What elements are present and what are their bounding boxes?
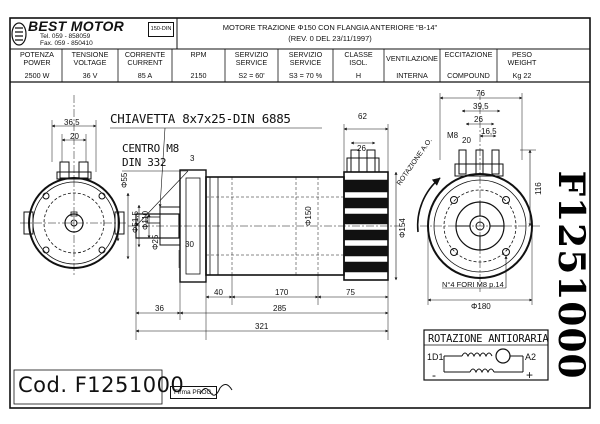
dim-75: 75 <box>346 288 355 297</box>
spec-label-excitation: ECCITAZIONE <box>444 50 493 59</box>
dim-phi154: Φ154 <box>398 218 407 238</box>
code-label: Cod. F1251000 <box>18 373 185 397</box>
side-view <box>110 124 400 340</box>
terminal-plus: + <box>526 368 534 382</box>
dim-phi110: Φ110 <box>141 210 150 230</box>
company-name: BEST MOTOR <box>28 18 125 34</box>
dim-phi150: Φ150 <box>304 206 313 226</box>
centro-note-2: DIN 332 <box>122 156 167 169</box>
dim-62: 62 <box>358 112 367 121</box>
rotation-diagram <box>423 329 549 381</box>
drawing-title: MOTORE TRAZIONE Φ150 CON FLANGIA ANTERIO… <box>222 23 438 32</box>
dim-116: 116 <box>534 182 543 195</box>
dim-30: 30 <box>185 240 194 249</box>
spec-label-power: POTENZA POWER <box>20 50 54 67</box>
vertical-code-text: F1251000 <box>550 171 589 380</box>
spec-value-service-s2: S2 = 60' <box>238 71 265 80</box>
dim-phi180: Φ180 <box>471 302 491 311</box>
dim-76: 76 <box>476 89 485 98</box>
terminal-minus: - <box>432 368 436 382</box>
dim-phi55: Φ55 <box>120 172 129 188</box>
spec-label-insulation: CLASSE ISOL. <box>344 50 373 67</box>
spec-value-power: 2500 W <box>24 71 50 80</box>
dim-phi25: Φ25 <box>151 234 160 250</box>
company-phone: Tel. 059 - 858059 Fax. 059 - 850410 <box>40 33 93 47</box>
spec-label-service-s3: SERVIZIO SERVICE <box>288 50 323 67</box>
dim-36: 36 <box>155 304 164 313</box>
dim-285: 285 <box>273 304 287 313</box>
rotation-title: ROTAZIONE ANTIORARIA <box>428 333 549 345</box>
dim-40: 40 <box>214 288 223 297</box>
dim-left-36-5: 36,5 <box>64 118 80 127</box>
spec-value-service-s3: S3 = 70 % <box>288 71 323 80</box>
spec-label-weight: PESO WEIGHT <box>507 50 537 67</box>
spec-value-weight: Kg 22 <box>512 71 532 80</box>
terminal-a2: A2 <box>525 352 537 362</box>
chiavetta-note: CHIAVETTA 8x7x25-DIN 6885 <box>110 111 291 126</box>
drawing-revision: (REV. 0 DEL 23/11/1997) <box>288 34 372 43</box>
certification-badge: 150-DIN <box>148 22 174 37</box>
dim-26-right: 26 <box>474 115 483 124</box>
spec-value-ventilation: INTERNA <box>396 71 428 80</box>
dim-phi51-5: Φ51,5 <box>131 211 140 233</box>
dim-20-right: 20 <box>462 136 471 145</box>
signature-scribble <box>199 384 233 396</box>
dim-16-5: 16,5 <box>481 127 497 136</box>
spec-label-rpm: RPM <box>190 50 207 59</box>
spec-label-service-s2: SERVIZIO SERVICE <box>234 50 269 67</box>
spec-value-rpm: 2150 <box>190 71 207 80</box>
spec-value-voltage: 36 V <box>82 71 98 80</box>
spec-value-current: 85 A <box>137 71 153 80</box>
spec-label-current: CORRENTE CURRENT <box>124 50 166 67</box>
spec-value-excitation: COMPOUND <box>447 71 490 80</box>
dim-m8: M8 <box>447 131 459 140</box>
spec-label-voltage: TENSIONE VOLTAGE <box>71 50 109 67</box>
dim-39-5: 39,5 <box>473 102 489 111</box>
signature-field: Firma PROG. <box>170 386 218 399</box>
code-box <box>13 369 163 405</box>
dim-321: 321 <box>255 322 269 331</box>
terminal-1d1: 1D1 <box>427 352 444 362</box>
centro-note-1: CENTRO M8 <box>122 142 179 155</box>
holes-note: N°4 FORI M8 p.14 <box>442 280 504 289</box>
dim-170: 170 <box>275 288 289 297</box>
spec-value-insulation: H <box>355 71 362 80</box>
dim-3: 3 <box>190 154 195 163</box>
dim-26-side: 26 <box>357 144 366 153</box>
spec-label-ventilation: VENTILAZIONE <box>386 54 438 63</box>
right-front-view <box>416 92 540 305</box>
dim-left-20: 20 <box>70 132 79 141</box>
vertical-code: F1251000 <box>550 171 589 380</box>
